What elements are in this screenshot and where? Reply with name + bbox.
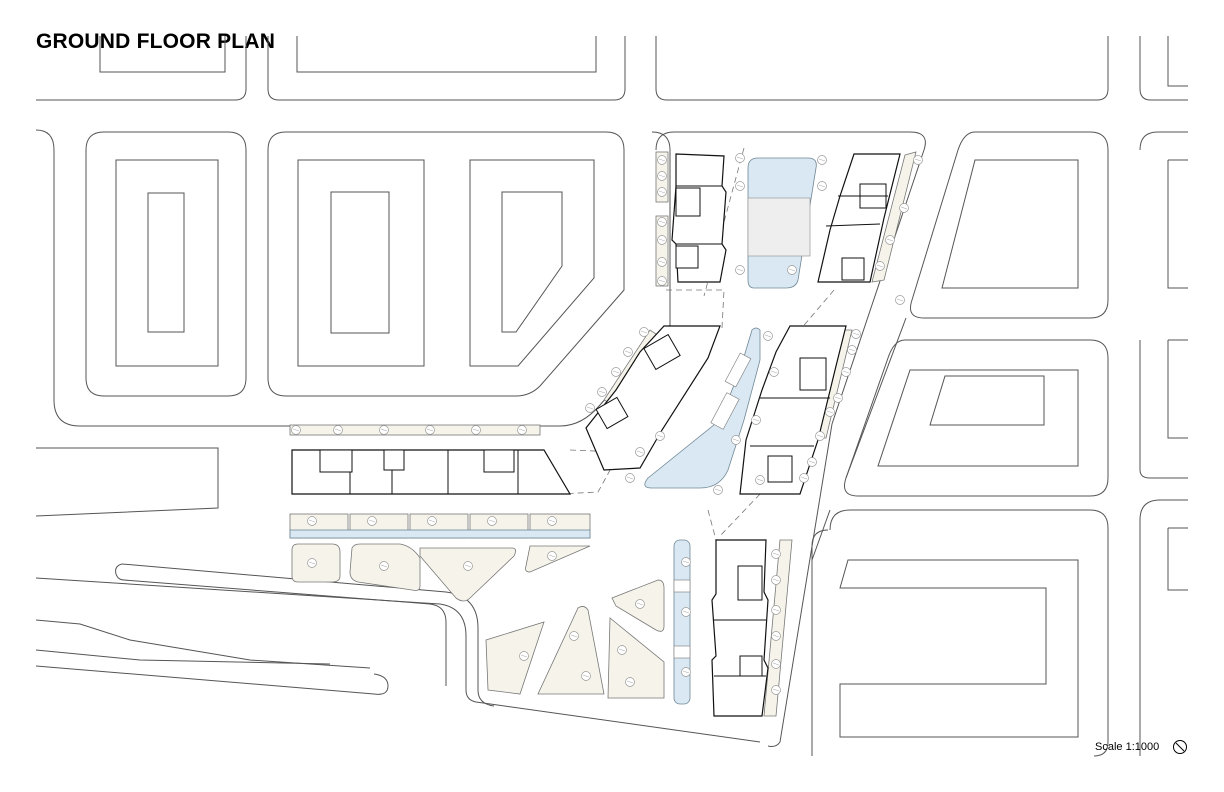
tree-symbol-mark: [518, 428, 526, 432]
tree-symbol-mark: [586, 406, 594, 410]
water-features: [644, 157, 817, 705]
tree-symbol-mark: [736, 268, 744, 272]
tree-symbol-mark: [914, 158, 922, 162]
tree-symbol-mark: [772, 634, 780, 638]
tree-symbol-mark: [800, 476, 808, 480]
tree-symbol-mark: [624, 350, 632, 354]
tree-symbol-mark: [682, 670, 690, 674]
north-arrow-icon: [1173, 740, 1187, 754]
tree-symbol-mark: [772, 578, 780, 582]
tree-symbol-mark: [818, 184, 826, 188]
tree-symbol-mark: [732, 438, 740, 442]
tree-symbol-mark: [756, 478, 764, 482]
tree-symbol-mark: [876, 264, 884, 268]
tree-symbol-mark: [658, 238, 666, 242]
tree-symbol-mark: [886, 238, 894, 242]
tree-symbol-mark: [772, 552, 780, 556]
tree-symbol-mark: [428, 519, 436, 523]
tree-symbol-mark: [896, 298, 904, 302]
tree-symbol-mark: [618, 648, 626, 652]
tree-symbol-mark: [842, 370, 850, 374]
tree-symbol-mark: [548, 519, 556, 523]
tree-symbol-mark: [380, 564, 388, 568]
page-title: GROUND FLOOR PLAN: [36, 30, 276, 53]
pedestrian-paths: [559, 147, 835, 541]
tree-symbol-mark: [682, 560, 690, 564]
tree-symbol-mark: [682, 610, 690, 614]
tree-symbol-mark: [848, 348, 856, 352]
tree-symbol-mark: [612, 370, 620, 374]
trees: [291, 153, 923, 695]
tree-symbol-mark: [736, 156, 744, 160]
tree-symbol-mark: [426, 428, 434, 432]
tree-symbol-mark: [852, 332, 860, 336]
tree-symbol-mark: [900, 206, 908, 210]
tree-symbol-mark: [736, 184, 744, 188]
tree-symbol-mark: [548, 554, 556, 558]
tree-symbol-mark: [764, 334, 772, 338]
tree-symbol-mark: [640, 330, 648, 334]
tree-symbol-mark: [308, 561, 316, 565]
tree-symbol-mark: [292, 428, 300, 432]
tree-symbol-mark: [570, 634, 578, 638]
tree-symbol-mark: [658, 190, 666, 194]
tree-symbol-mark: [772, 608, 780, 612]
tree-symbol-mark: [368, 519, 376, 523]
tree-symbol-mark: [816, 434, 824, 438]
road-network: [35, 36, 1188, 757]
tree-symbol-mark: [826, 410, 834, 414]
tree-symbol-mark: [598, 390, 606, 394]
buildings: [291, 153, 901, 717]
scale-label: Scale 1:1000: [1095, 741, 1160, 753]
tree-symbol-mark: [658, 174, 666, 178]
tree-symbol-mark: [808, 460, 816, 464]
tree-symbol-mark: [834, 396, 842, 400]
tree-symbol-mark: [788, 268, 796, 272]
tree-symbol-mark: [626, 680, 634, 684]
tree-symbol-mark: [658, 158, 666, 162]
tree-symbol-mark: [636, 450, 644, 454]
tree-symbol-mark: [308, 519, 316, 523]
tree-symbol-mark: [752, 418, 760, 422]
tree-symbol-mark: [472, 428, 480, 432]
tree-symbol-mark: [658, 220, 666, 224]
tree-symbol-mark: [772, 688, 780, 692]
tree-symbol-mark: [714, 488, 722, 492]
tree-symbol-mark: [582, 674, 590, 678]
tree-symbol-mark: [626, 476, 634, 480]
tree-symbol-mark: [464, 564, 472, 568]
tree-symbol-mark: [772, 662, 780, 666]
tree-symbol-mark: [520, 654, 528, 658]
tree-symbol-mark: [334, 428, 342, 432]
tree-symbol-mark: [656, 434, 664, 438]
tree-symbol-mark: [658, 260, 666, 264]
tree-symbol-mark: [380, 428, 388, 432]
tree-symbol-mark: [818, 158, 826, 162]
tree-symbol-mark: [488, 519, 496, 523]
tree-symbol-mark: [770, 370, 778, 374]
tree-symbol-mark: [658, 279, 666, 283]
tree-symbol-mark: [636, 602, 644, 606]
